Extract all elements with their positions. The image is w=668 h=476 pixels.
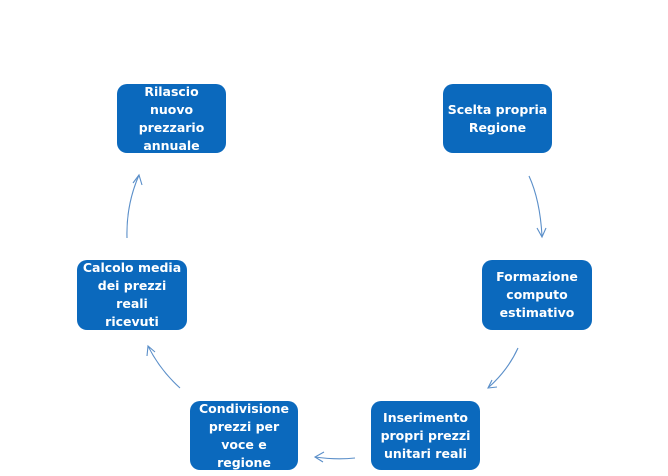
- step-calcolo-media: Calcolo media dei prezzi reali ricevuti: [77, 260, 187, 330]
- arrow-step5-to-step6: [146, 344, 181, 389]
- step-label-line: dei prezzi reali: [97, 278, 167, 311]
- step-label-line: ricevuti: [105, 314, 159, 329]
- step-label-line: estimativo: [499, 305, 575, 320]
- step-inserimento-prezzi: Inserimento propri prezzi unitari reali: [371, 401, 480, 470]
- step-label-line: Condivisione: [198, 400, 289, 416]
- step-rilascio-nuovo-prezzario: Rilascio nuovo prezzario annuale: [117, 84, 226, 153]
- step-label-line: unitari reali: [384, 445, 467, 461]
- step-label-line: Regione: [468, 119, 527, 135]
- step-formazione-computo: Formazione computo estimativo: [482, 260, 592, 330]
- arrow-step6-to-step1: [126, 173, 143, 239]
- step-label-line: Inserimento: [383, 409, 468, 425]
- step-label-line: Rilascio nuovo: [144, 83, 199, 117]
- step-label-line: computo: [506, 287, 568, 302]
- step-condivisione-prezzi: Condivisione prezzi per voce e regione: [190, 401, 298, 470]
- step-label-line: prezzario: [138, 119, 205, 135]
- step-label-line: prezzi per: [208, 418, 280, 434]
- step-label-line: Scelta propria: [447, 101, 548, 117]
- step-label-line: voce e regione: [217, 436, 271, 470]
- step-scelta-regione: Scelta propria Regione: [443, 84, 552, 153]
- step-label-line: Calcolo media: [82, 260, 182, 275]
- step-label-line: Formazione: [496, 269, 578, 284]
- step-label-line: annuale: [143, 137, 200, 153]
- arrow-step3-to-step4: [487, 347, 519, 389]
- arrow-step2-to-step3: [528, 175, 547, 239]
- step-label-line: propri prezzi: [380, 427, 471, 443]
- arrow-step4-to-step5: [313, 451, 356, 463]
